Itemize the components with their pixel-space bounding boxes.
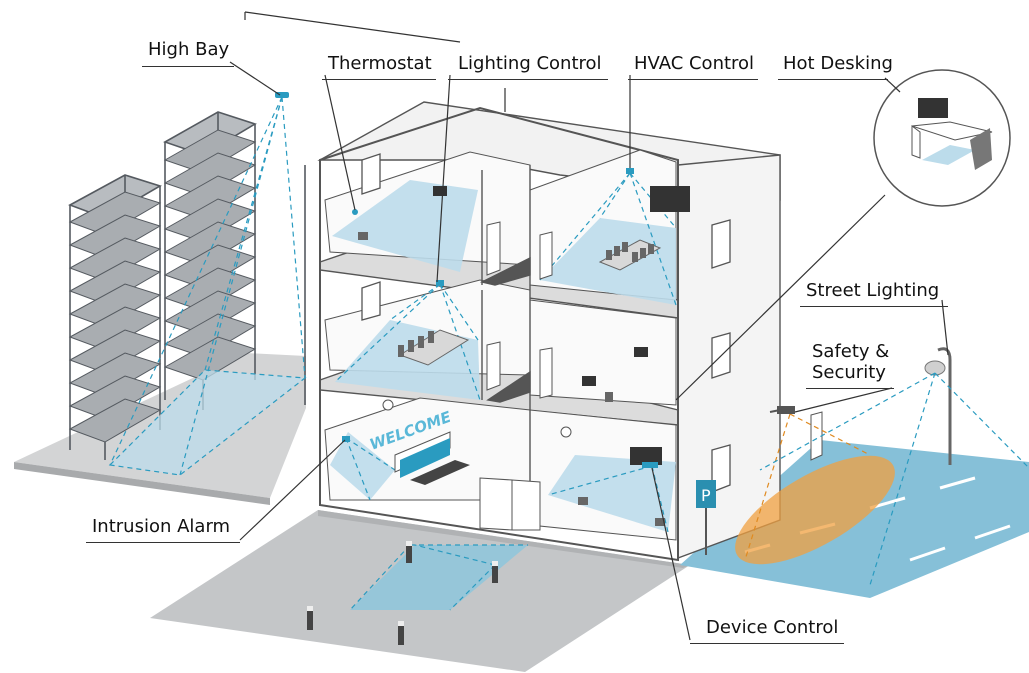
label-thermostat: Thermostat (328, 53, 432, 74)
rack-shelf (68, 329, 162, 374)
label-underline (800, 306, 948, 307)
rack-shelf (163, 336, 257, 381)
leader-lines (229, 11, 949, 641)
security-zone (735, 413, 895, 565)
label-intrusion-alarm: Intrusion Alarm (92, 516, 231, 537)
street-lamp-icon (924, 347, 952, 465)
hot-desking-inset (873, 69, 1011, 207)
bollard-zone (349, 544, 528, 611)
label-hot-desking: Hot Desking (783, 53, 893, 74)
label-hvac-control: HVAC Control (634, 53, 755, 74)
label-high-bay: High Bay (148, 39, 230, 60)
ceiling-sensor-icon (342, 168, 658, 468)
label-underline (322, 79, 436, 80)
rack-shelf (68, 398, 162, 443)
label-safety-security-line1: Safety & (812, 341, 890, 362)
label-underline (142, 66, 234, 67)
security-camera-icon (769, 406, 795, 414)
rack-shelf (68, 214, 162, 259)
label-underline (806, 388, 894, 389)
label-safety-security-line2: Security (812, 362, 886, 383)
parking-sign-icon: P (696, 480, 716, 555)
bollard-icon (307, 541, 498, 645)
label-underline (690, 643, 844, 644)
svg-text:P: P (701, 486, 711, 505)
label-underline (778, 79, 888, 80)
monitor-icon (433, 186, 690, 465)
label-underline (628, 79, 758, 80)
rack-shelf (68, 283, 162, 328)
rack-shelf (68, 260, 162, 305)
device-zone (548, 455, 676, 532)
rack-shelves (68, 129, 257, 443)
rack-shelf (68, 191, 162, 236)
intrusion-zone (330, 432, 395, 500)
high-bay-zone (108, 96, 307, 476)
rack-shelf (68, 375, 162, 420)
label-street-lighting: Street Lighting (806, 280, 940, 301)
conference-table (398, 239, 662, 366)
label-device-control: Device Control (706, 617, 839, 638)
clock-icon (382, 399, 572, 438)
rack-shelf (68, 352, 162, 397)
label-underline (448, 79, 608, 80)
reception-desk (394, 431, 470, 485)
label-underline (86, 542, 240, 543)
office-chair-icon (358, 232, 665, 526)
label-lighting-control: Lighting Control (458, 53, 602, 74)
sensor-lines (334, 172, 677, 533)
rack-shelf (68, 306, 162, 351)
door (479, 221, 823, 531)
rack-shelf (68, 237, 162, 282)
street-light-cone (759, 372, 1029, 586)
